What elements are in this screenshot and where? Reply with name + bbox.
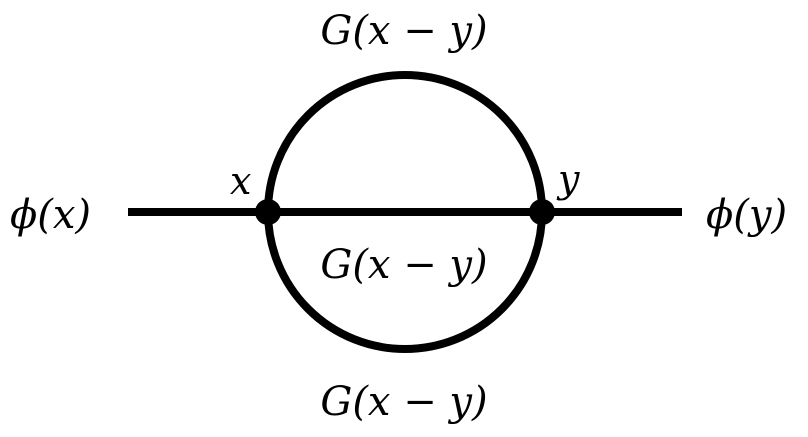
vertex-x bbox=[255, 199, 281, 225]
vertex-y bbox=[529, 199, 555, 225]
external-field-left-label: ϕ(x) bbox=[10, 192, 91, 238]
propagator-bottom-label: G(x − y) bbox=[320, 379, 487, 425]
propagator-middle-label: G(x − y) bbox=[320, 242, 487, 288]
external-field-right-label: ϕ(y) bbox=[706, 192, 787, 238]
vertex-x-label: x bbox=[230, 159, 251, 203]
vertex-y-label: y bbox=[556, 157, 580, 201]
propagator-top-label: G(x − y) bbox=[320, 8, 487, 54]
